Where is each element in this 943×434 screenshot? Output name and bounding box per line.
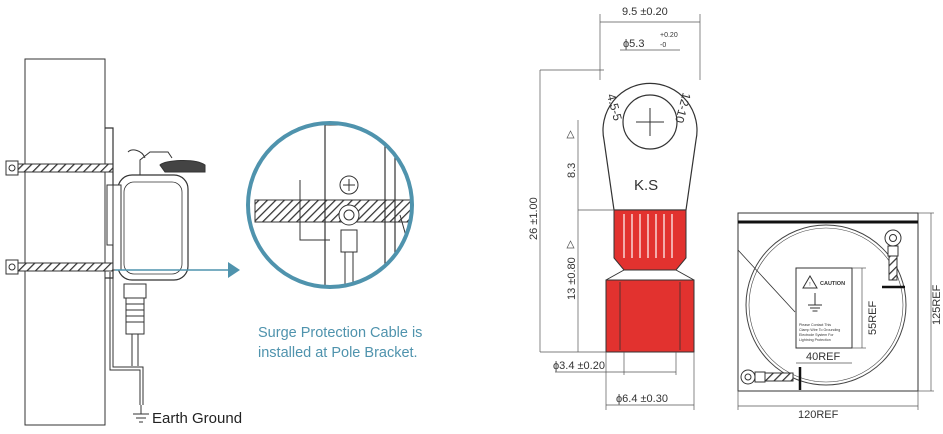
callout-caption-line1: Surge Protection Cable is	[258, 325, 422, 341]
ring-mark-left: 4.5-5	[604, 92, 625, 122]
insulated-barrel	[605, 209, 695, 353]
detail-magnifier	[246, 121, 414, 289]
caution-text-2: Clamp Wire To Grounding	[799, 328, 840, 332]
pole-mount-illustration: Earth Ground	[5, 58, 422, 427]
dim-barrel-height: 13 ±0.80	[566, 257, 578, 300]
caution-text-1: Please Contact This	[799, 323, 831, 327]
radio-unit	[112, 174, 189, 281]
earth-ground-label: Earth Ground	[152, 410, 242, 427]
dim-hole-tol-lower: -0	[660, 42, 666, 49]
pole	[24, 58, 106, 426]
dim-outer-dia: ϕ6.4 ±0.30	[616, 393, 668, 405]
ring-brand: K.S	[634, 177, 658, 194]
ground-cable	[109, 272, 141, 405]
callout-arrow	[115, 262, 240, 278]
dim-inner-dia: ϕ3.4 ±0.20	[553, 360, 605, 372]
dim-top-width: 9.5 ±0.20	[622, 6, 668, 18]
caution-text-3: Electrode System For	[799, 333, 834, 337]
dim-120ref: 120REF	[798, 409, 839, 421]
caution-tag: ! CAUTION Please Contact This Clamp Wire…	[795, 267, 853, 349]
caution-title: CAUTION	[820, 281, 845, 287]
dim-55ref: 55REF	[867, 300, 879, 335]
caution-text-4: Lightning Protection	[799, 338, 831, 342]
caution-cable-tag-drawing: ! CAUTION Please Contact This Clamp Wire…	[737, 212, 943, 421]
dim-40ref: 40REF	[806, 351, 841, 363]
callout-caption-line2: installed at Pole Bracket.	[258, 345, 418, 361]
dim-hole: ϕ5.3	[623, 38, 644, 50]
svg-text:!: !	[809, 282, 810, 288]
dim-overall-length: 26 ±1.00	[528, 197, 540, 240]
earth-ground-symbol	[133, 405, 149, 423]
cable-gland	[123, 283, 147, 366]
dim-hole-tol-upper: +0.20	[660, 32, 678, 39]
ring-terminal-drawing: 9.5 ±0.20 ϕ5.3 +0.20 -0 4.5-5 12-10 K.S	[528, 6, 701, 410]
dim-ring-height: 8.3	[566, 163, 578, 178]
dim-125ref: 125REF	[931, 284, 943, 325]
